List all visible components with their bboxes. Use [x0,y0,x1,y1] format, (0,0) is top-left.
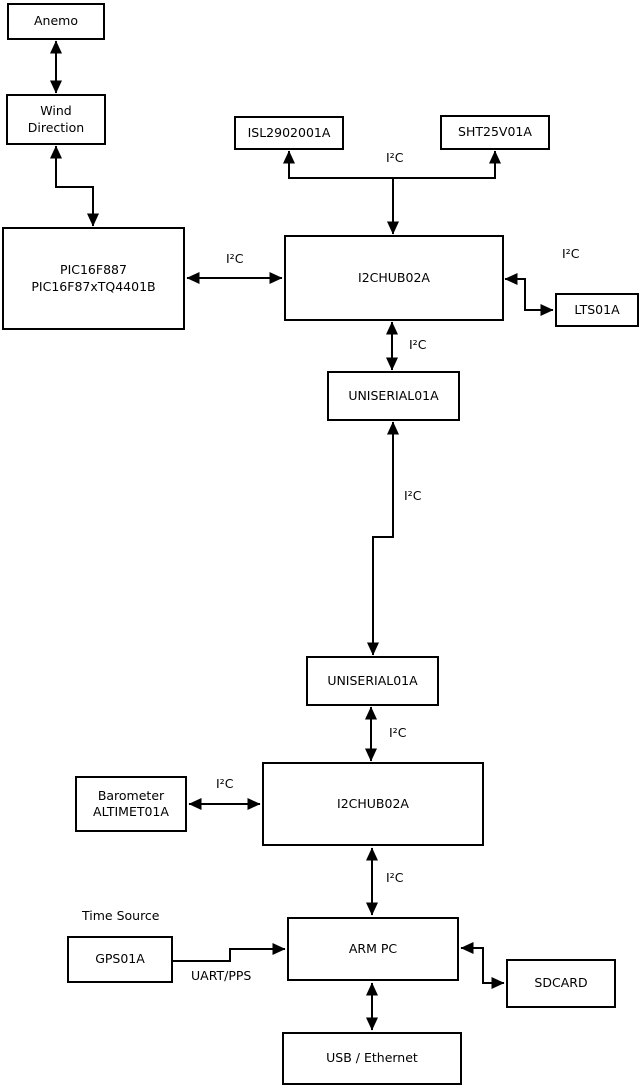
edge-wind-direction-pic [50,145,99,227]
edge-label-i2c-lts: I²C [562,246,580,261]
edge-label-uart-pps: UART/PPS [191,968,252,983]
edge-label-i2c-uniserial-hub2: I²C [389,725,407,740]
node-uniserial01a-top: UNISERIAL01A [327,371,460,421]
edge-i2chub-top-lts [504,273,554,316]
edge-label-i2c-hub-uniserial: I²C [409,337,427,352]
node-i2chub02a-bottom: I2CHUB02A [262,762,484,846]
edge-uniserial-top-uniserial-bottom [367,421,399,656]
node-anemo: Anemo [7,3,105,40]
node-barometer-altimet01a: Barometer ALTIMET01A [75,776,187,832]
edge-label-i2c-top-branch: I²C [386,150,404,165]
edge-gps-arm-pc [173,943,286,962]
node-uniserial01a-bottom: UNISERIAL01A [306,656,439,706]
node-wind-direction: Wind Direction [6,94,106,145]
node-sdcard: SDCARD [506,959,616,1008]
edge-label-i2c-pic-hub: I²C [226,251,244,266]
node-sht25v01a: SHT25V01A [440,115,550,150]
node-isl2902001a: ISL2902001A [234,116,344,150]
edge-label-i2c-uniserial-link: I²C [404,488,422,503]
node-lts01a: LTS01A [555,293,639,327]
node-pic16f887: PIC16F887 PIC16F87xTQ4401B [2,227,185,330]
edge-label-i2c-hub2-arm: I²C [386,870,404,885]
node-arm-pc: ARM PC [287,917,459,981]
node-gps01a: GPS01A [67,936,173,983]
node-usb-ethernet: USB / Ethernet [282,1032,462,1085]
edge-label-i2c-barometer: I²C [216,776,234,791]
edge-arm-pc-sdcard [460,942,505,989]
node-i2chub02a-top: I2CHUB02A [284,235,504,321]
edge-label-time-source: Time Source [82,908,160,923]
